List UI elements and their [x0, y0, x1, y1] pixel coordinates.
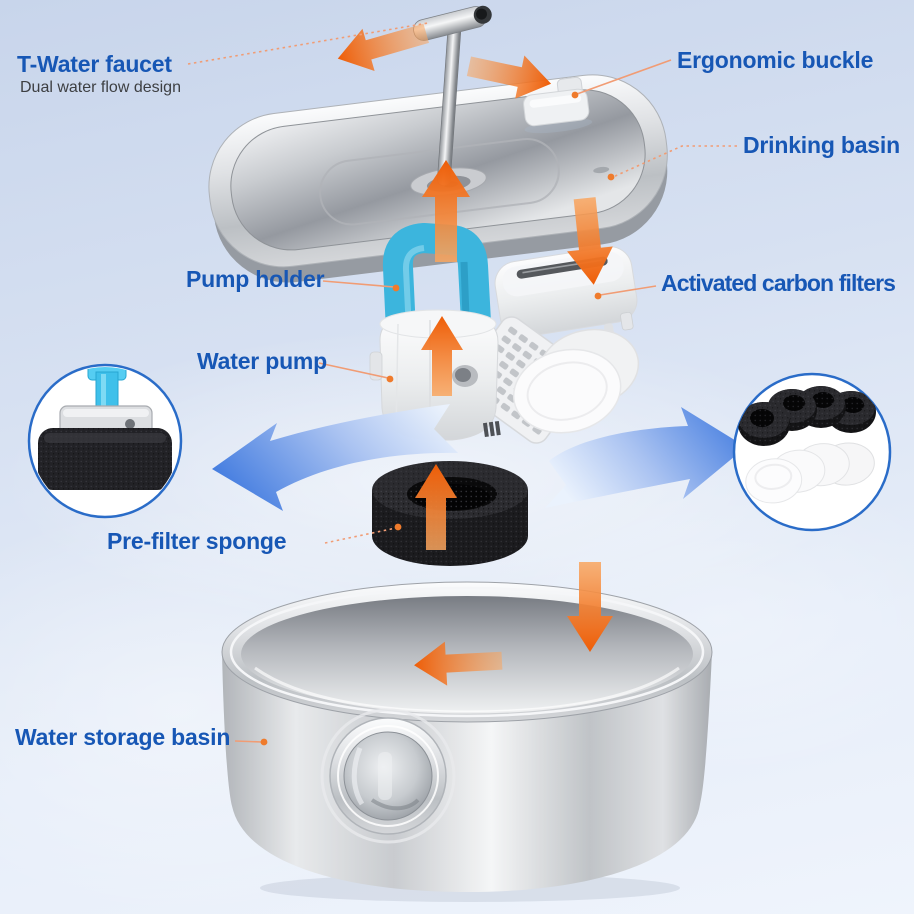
- leader-water-pump: [318, 362, 389, 379]
- carbon-sponge-rings: [738, 386, 876, 446]
- callout-filters-detail: [732, 372, 892, 532]
- label-activated-carbon-filters: Activated carbon filters: [661, 270, 896, 296]
- arrow-left-faucet: [337, 23, 429, 72]
- arrow-up-sponge: [415, 464, 457, 550]
- ergonomic-buckle: [523, 76, 593, 134]
- label-drinking-basin: Drinking basin: [743, 132, 900, 158]
- arrow-left-basin: [414, 641, 503, 686]
- arrow-up-through-tray: [422, 160, 470, 262]
- leader-carbon-filters: [599, 285, 657, 296]
- label-pre-filter-sponge: Pre-filter sponge: [107, 528, 287, 554]
- leader-buckle: [576, 59, 672, 95]
- arrow-up-pump: [421, 316, 463, 396]
- blue-arrow-left: [212, 404, 458, 511]
- label-t-water-faucet-subtitle: Dual water flow design: [20, 79, 181, 96]
- label-t-water-faucet: T-Water faucet: [17, 51, 172, 77]
- filter-discs: [512, 328, 640, 434]
- leader-drinking-basin: [612, 145, 737, 178]
- water-level-window: [320, 708, 456, 844]
- label-ergonomic-buckle: Ergonomic buckle: [677, 47, 874, 73]
- label-pump-holder: Pump holder: [186, 266, 325, 292]
- leader-pump-holder: [322, 280, 395, 288]
- label-water-storage-basin: Water storage basin: [15, 724, 231, 750]
- leader-pre-filter: [324, 527, 397, 544]
- arrow-right-buckle: [466, 55, 552, 99]
- leader-lines: [187, 22, 737, 743]
- leader-storage-basin: [234, 740, 263, 743]
- leader-faucet: [187, 22, 429, 65]
- callout-sponge-detail: [27, 363, 183, 519]
- label-water-pump: Water pump: [197, 348, 328, 374]
- water-storage-basin: [221, 581, 713, 902]
- leader-dots: [260, 91, 615, 746]
- orange-arrows: [337, 23, 613, 686]
- arrow-down-filterbox: [567, 197, 613, 285]
- arrow-down-basin: [567, 562, 613, 652]
- pre-filter-sponge-ring: [372, 461, 528, 566]
- blue-arrow-right: [545, 407, 746, 508]
- white-filter-discs: [745, 442, 875, 504]
- t-water-faucet: [413, 5, 492, 186]
